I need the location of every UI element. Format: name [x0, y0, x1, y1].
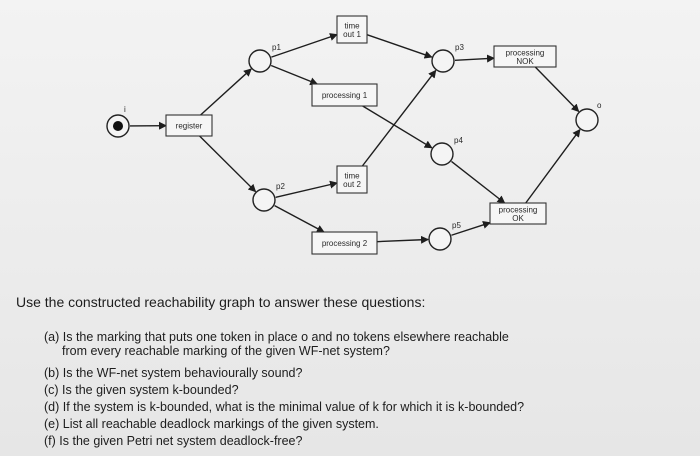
transition-label: processing 2 — [322, 239, 368, 248]
question-f: (f) Is the given Petri net system deadlo… — [44, 434, 303, 448]
transition-processing-1: processing 1 — [311, 83, 378, 107]
arc-register-to-p1 — [200, 68, 252, 116]
question-a: (a) Is the marking that puts one token i… — [44, 330, 509, 358]
arc-p1-to-processing_1 — [270, 64, 319, 86]
place-label-p3: p3 — [455, 43, 464, 52]
transition-label: out 2 — [343, 180, 361, 189]
transition-label: out 1 — [343, 30, 361, 39]
place-label-p1: p1 — [272, 43, 281, 52]
arc-p2-to-time_out_2 — [275, 180, 338, 198]
arc-processing_nok-to-o — [534, 66, 580, 113]
place-label-i: i — [124, 105, 126, 114]
place-label-p2: p2 — [276, 182, 285, 191]
questions-section: Use the constructed reachability graph t… — [0, 290, 700, 456]
arc-p5-to-processing_ok — [451, 221, 491, 236]
place-label-o: o — [597, 101, 602, 110]
question-e: (e) List all reachable deadlock markings… — [44, 417, 379, 431]
place-label-p5: p5 — [452, 221, 461, 230]
place-p2: p2 — [252, 182, 285, 212]
place-p1: p1 — [248, 43, 281, 73]
arc-processing_1-to-p4 — [362, 105, 433, 149]
arc-p4-to-processing_ok — [451, 160, 506, 204]
place-o: o — [575, 101, 602, 132]
arc-p2-to-processing_2 — [274, 205, 325, 233]
transition-label: register — [176, 122, 203, 131]
transition-label: time — [344, 21, 360, 30]
token — [113, 121, 123, 131]
question-a-line-2: from every reachable marking of the give… — [62, 344, 390, 358]
arcs — [129, 33, 581, 244]
arc-p3-to-processing_nok — [454, 54, 495, 63]
question-a-line-1: (a) Is the marking that puts one token i… — [44, 330, 509, 344]
questions-intro: Use the constructed reachability graph t… — [16, 294, 426, 310]
transition-label: NOK — [516, 57, 534, 66]
place-p5: p5 — [428, 221, 461, 251]
question-c: (c) Is the given system k-bounded? — [44, 383, 239, 397]
arc-register-to-p2 — [199, 135, 257, 193]
transition-processing-2: processing 2 — [311, 231, 378, 255]
arc-time_out_2-to-p3 — [361, 69, 437, 167]
question-b: (b) Is the WF-net system behaviourally s… — [44, 366, 303, 380]
place-p3: p3 — [431, 43, 464, 73]
arc-time_out_1-to-p3 — [366, 34, 433, 59]
transition-label: OK — [512, 214, 524, 223]
transition-label: processing — [499, 205, 538, 214]
transition-label: processing 1 — [322, 91, 368, 100]
arc-p1-to-time_out_1 — [271, 33, 338, 58]
arc-processing_2-to-p5 — [376, 235, 430, 244]
transition-register: register — [165, 114, 213, 137]
place-p4: p4 — [430, 136, 463, 166]
place-i: i — [106, 105, 130, 138]
arc-processing_ok-to-o — [525, 128, 581, 204]
question-d: (d) If the system is k-bounded, what is … — [44, 400, 525, 414]
place-label-p4: p4 — [454, 136, 463, 145]
transition-label: time — [344, 171, 360, 180]
transition-label: processing — [506, 48, 545, 57]
